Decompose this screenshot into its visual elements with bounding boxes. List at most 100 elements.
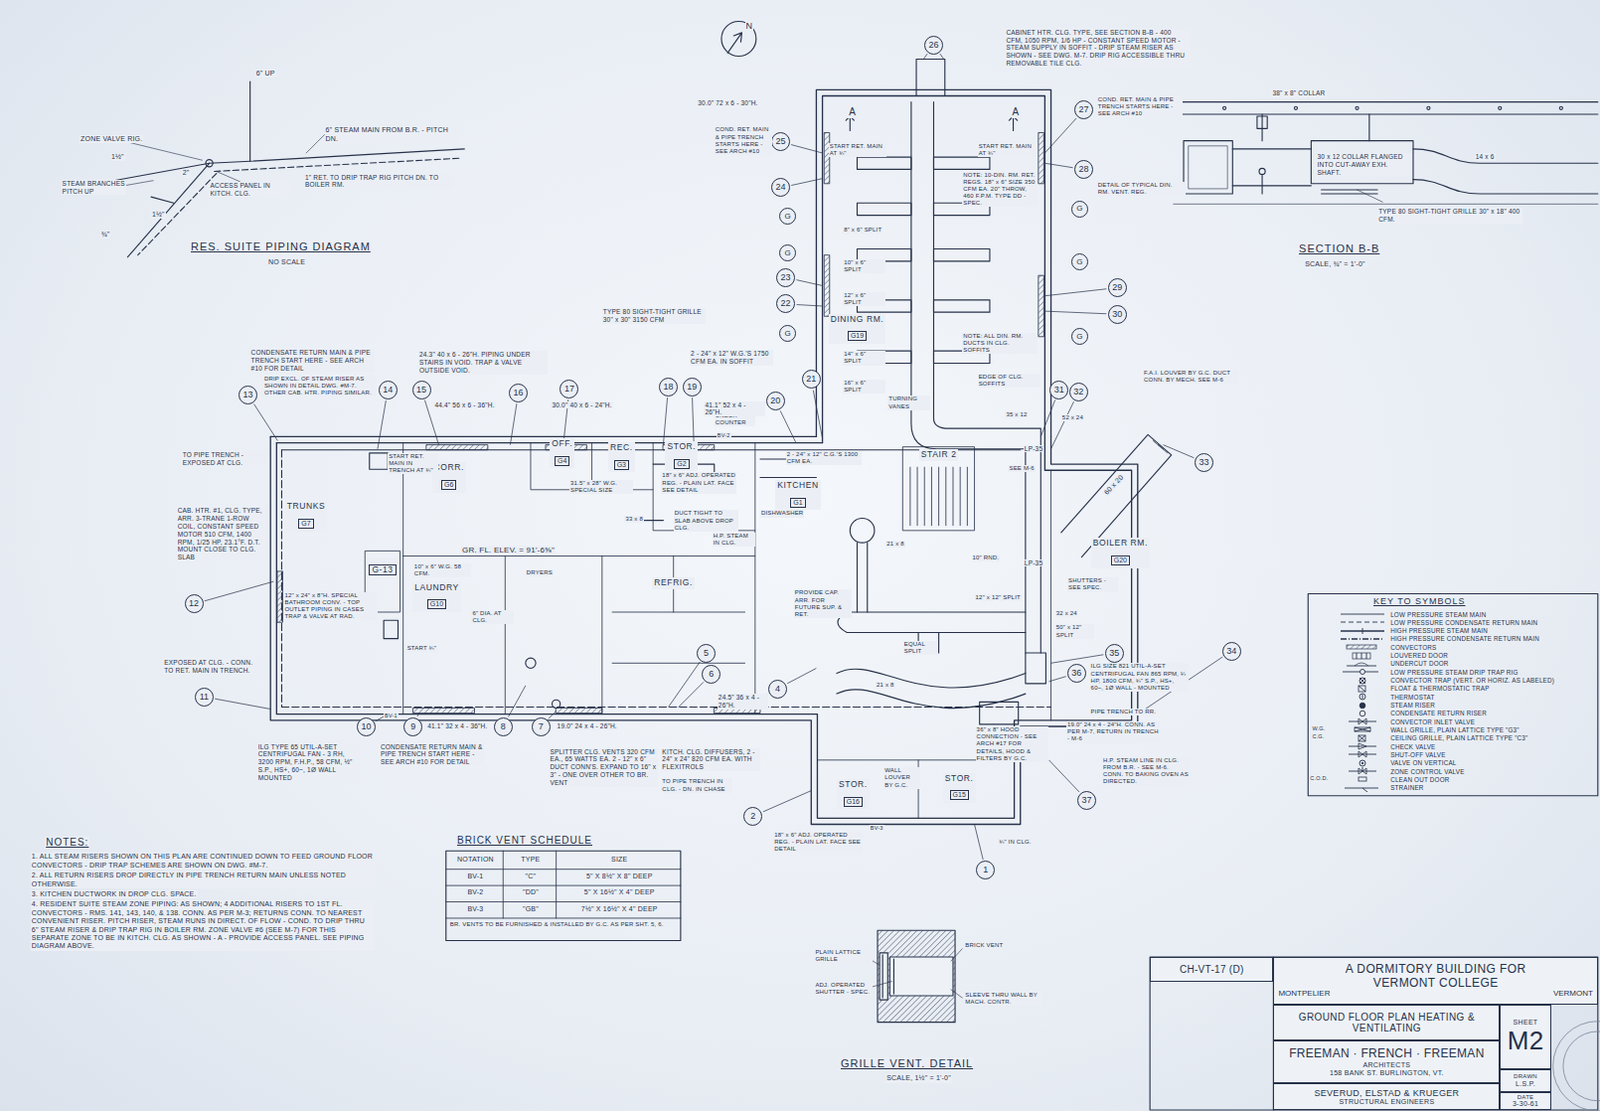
legend-symbol [1338, 635, 1387, 643]
legend-text: ZONE CONTROL VALVE [1390, 768, 1465, 776]
room-label: REFRIG. [651, 577, 695, 590]
grille-tag: G [1071, 253, 1089, 271]
callout-number: 20 [770, 396, 781, 406]
annotation: COND. RET. MAIN & PIPE TRENCH STARTS HER… [714, 126, 773, 156]
heading: KEY TO SYMBOLS [1372, 596, 1467, 608]
legend-item: CHECK VALVE [1338, 742, 1436, 751]
grille-tag: G [779, 207, 797, 225]
callout-number: 31 [1054, 385, 1065, 395]
grille-vent-detail [889, 957, 954, 996]
legend-symbol [1362, 694, 1364, 699]
legend-text: LOW PRESSURE STEAM DRIP TRAP RIG [1390, 668, 1519, 676]
callout-circle: 30 [1108, 305, 1127, 324]
legend-item: UNDERCUT DOOR [1338, 659, 1448, 668]
leader-line [1044, 311, 1107, 315]
legend-text: CONVECTOR TRAP (VERT. OR HORIZ. AS LABEL… [1390, 676, 1555, 684]
callout-number: 7 [538, 722, 544, 732]
floor-plan-partitions [910, 467, 967, 526]
table-cell: 7½" X 16½" X 4" DEEP [556, 905, 683, 914]
annotation: SEE M-6 [1007, 465, 1035, 473]
floor-plan-walls [270, 436, 816, 438]
legend-item: CONVECTOR INLET VALVE [1338, 717, 1475, 726]
callout-circle: 28 [1074, 160, 1094, 179]
callout-circle: 15 [412, 380, 432, 400]
legend-symbol [1338, 667, 1387, 676]
leader-line [377, 400, 386, 450]
legend-item: FLOAT & THERMOSTATIC TRAP [1338, 684, 1489, 693]
legend-symbol [1358, 718, 1367, 725]
legend-symbol [1338, 775, 1387, 784]
annotation: DISHWASHER [760, 509, 804, 517]
piping-diagram [63, 81, 465, 258]
convector [824, 255, 830, 318]
section-b-b-drawing [1310, 141, 1414, 184]
table-cell: 5" X 16½" X 4" DEEP [556, 888, 683, 897]
title-block-cell: SEVERUD, ELSTAD & KRUEGERSTRUCTURAL ENGI… [1273, 1083, 1500, 1111]
annotation: 31.5" x 28" W.G. SPECIAL SIZE [569, 480, 634, 494]
legend-item: CONVECTOR TRAP (VERT. OR HORIZ. AS LABEL… [1338, 676, 1555, 685]
title-block-text: VERMONT [1436, 989, 1594, 999]
heading: BRICK VENT SCHEDULE [456, 834, 594, 847]
annotation: ADJ. OPERATED SHUTTER - SPEC. [813, 981, 872, 996]
ductwork [916, 59, 946, 97]
room-name: REFRIG. [653, 578, 693, 589]
annotation: 6" UP [255, 69, 277, 78]
callout-number: 32 [1073, 387, 1084, 397]
callout-circle: 9 [403, 717, 423, 737]
legend-symbol [1338, 676, 1387, 685]
floor-plan-partitions [504, 556, 506, 715]
table-cell: "DD" [502, 888, 558, 897]
legend-symbol [1338, 750, 1387, 759]
room-number: G15 [950, 790, 969, 800]
annotation: 2 - 24" x 12" W.G.'S 1750 CFM EA. IN SOF… [689, 349, 774, 366]
convector [413, 707, 476, 713]
grille-letter: G [785, 212, 792, 221]
floor-plan-walls [815, 89, 1051, 437]
callout-number: 22 [781, 299, 792, 309]
section-b-b-drawing [1261, 174, 1263, 195]
ductwork [633, 59, 1172, 725]
convector [556, 707, 603, 713]
annotation: 12" x 6" SPLIT [842, 292, 886, 307]
annotation: COND. RET. MAIN & PIPE TRENCH STARTS HER… [1097, 96, 1183, 119]
floor-plan-partitions [403, 555, 756, 557]
legend-symbol [1361, 762, 1364, 765]
legend-symbol [1354, 727, 1371, 732]
annotation: DRYERS [525, 569, 554, 577]
grille-letter: G [785, 249, 792, 258]
callout-number: 33 [1199, 458, 1210, 468]
symbol-code: W.G. [1310, 725, 1326, 733]
brick-vent-table [446, 850, 681, 941]
section-b-b-drawing [1188, 146, 1228, 189]
annotation: NO SCALE [267, 258, 307, 267]
title-block-text: SHEET [1504, 1018, 1546, 1027]
callout-number: 23 [781, 273, 792, 283]
callout-number: 9 [410, 722, 416, 732]
table-cell: BV-2 [446, 888, 506, 897]
legend-text: CEILING GRILLE, PLAIN LATTICE TYPE "C3" [1390, 734, 1528, 742]
legend-symbol [1362, 628, 1364, 635]
callout-circle: 36 [1067, 663, 1087, 683]
callout-circle: 24 [771, 177, 791, 197]
callout-circle: 16 [508, 383, 528, 403]
legend-symbol [1340, 614, 1385, 616]
annotation: 2" [181, 168, 191, 177]
legend-item: LOUVERED DOOR [1338, 651, 1448, 660]
legend-symbol [1356, 652, 1358, 659]
callout-number: 35 [1109, 648, 1120, 658]
legend-item: STRAINER [1338, 784, 1424, 793]
annotation: CAB. HTR. #1, CLG. TYPE, ARR. 3-TRANE 1-… [176, 506, 269, 562]
floor-plan-partitions [365, 443, 1052, 819]
grille-letter: G [1076, 332, 1083, 341]
steam-main [281, 449, 1020, 451]
legend-symbol [1361, 652, 1363, 659]
legend-symbol [1338, 684, 1387, 693]
annotation: 32 x 24 [1055, 610, 1079, 618]
grille-tag: G [1071, 200, 1089, 218]
leader-line [1044, 162, 1073, 167]
convector [426, 445, 488, 451]
legend-item: CONVECTORS [1338, 642, 1437, 651]
leader-line [780, 410, 797, 443]
annotation: 1½" [110, 153, 126, 161]
legend-item: HIGH PRESSURE STEAM MAIN [1338, 627, 1488, 636]
